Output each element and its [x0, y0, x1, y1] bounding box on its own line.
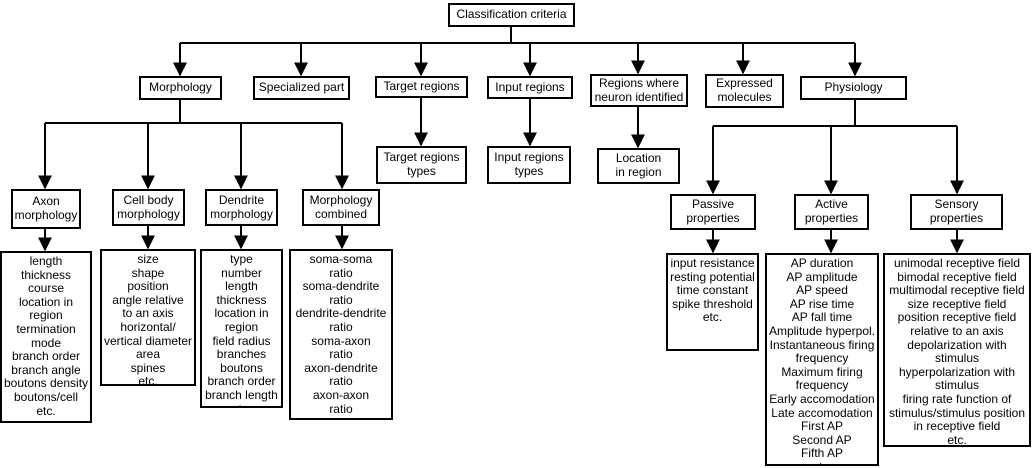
node-sensory-properties: Sensory properties [910, 194, 1003, 230]
node-specialized-part: Specialized part [253, 76, 350, 100]
node-target-regions-types: Target regions types [376, 146, 467, 184]
node-classification-criteria: Classification criteria [448, 3, 575, 27]
node-physiology: Physiology [800, 76, 907, 100]
node-active-properties: Active properties [794, 194, 869, 230]
list-cell-body-morphology: size shape position angle relative to an… [100, 249, 196, 386]
node-regions-identified: Regions where neuron identified [590, 74, 688, 107]
list-sensory-properties: unimodal receptive field bimodal recepti… [883, 253, 1031, 447]
node-dendrite-morphology: Dendrite morphology [205, 189, 278, 226]
list-passive-properties: input resistance resting potential time … [666, 253, 759, 351]
node-input-regions: Input regions [487, 76, 573, 99]
node-morphology-combined: Morphology combined [302, 189, 380, 226]
node-target-regions: Target regions [375, 76, 468, 98]
node-expressed-molecules: Expressed molecules [705, 74, 784, 108]
node-cell-body-morphology: Cell body morphology [112, 189, 185, 226]
list-morphology-combined: soma-soma ratio soma-dendrite ratio dend… [289, 249, 393, 420]
list-active-properties: AP duration AP amplitude AP speed AP ris… [765, 253, 879, 466]
node-morphology: Morphology [139, 76, 222, 100]
node-passive-properties: Passive properties [670, 194, 756, 230]
node-axon-morphology: Axon morphology [11, 189, 81, 229]
list-axon-morphology: length thickness course location in regi… [0, 251, 92, 423]
list-dendrite-morphology: type number length thickness location in… [200, 249, 283, 408]
node-location-in-region: Location in region [597, 148, 680, 184]
node-input-regions-types: Input regions types [487, 146, 571, 184]
